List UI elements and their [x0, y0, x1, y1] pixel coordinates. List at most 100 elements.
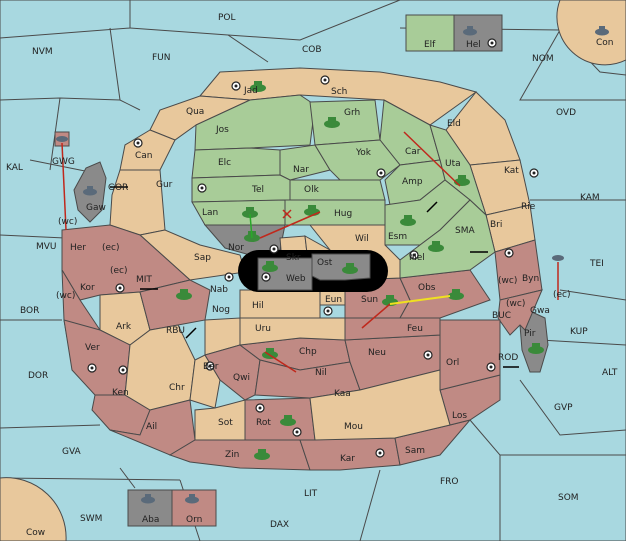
unit-mel[interactable]: [428, 241, 444, 252]
label-jad: Jad: [243, 86, 258, 96]
label-nab: Nab: [210, 285, 228, 295]
label-aba: Aba: [142, 515, 159, 525]
unit-gwg[interactable]: [56, 136, 68, 142]
supply-centers: [87, 38, 539, 458]
label-can: Can: [135, 151, 153, 161]
label-mit: MIT: [136, 275, 152, 285]
label-gvp: GVP: [554, 403, 573, 413]
unit-esm[interactable]: [400, 215, 416, 226]
unit-byn[interactable]: [552, 255, 564, 261]
label-buc: BUC: [492, 311, 511, 321]
unit-web[interactable]: [262, 261, 278, 272]
label-wc2: (wc): [56, 291, 75, 301]
label-nvm: NVM: [32, 47, 53, 57]
label-ail: Ail: [146, 422, 157, 432]
label-gwg: GWG: [52, 157, 75, 167]
label-con: Con: [596, 38, 614, 48]
label-lan: Lan: [202, 208, 218, 218]
label-hug: Hug: [334, 209, 352, 219]
label-nom: NOM: [532, 54, 554, 64]
region-pir[interactable]: [519, 311, 549, 373]
unit-grh[interactable]: [324, 117, 340, 128]
label-zin: Zin: [225, 450, 239, 460]
label-ver: Ver: [85, 343, 100, 353]
region-olk[interactable]: [289, 179, 386, 201]
label-cow: Cow: [26, 528, 45, 538]
territory-labels: POL NVM FUN COB NOM Con Elf Hel Jad Sch …: [6, 13, 618, 538]
label-fun: FUN: [152, 53, 171, 63]
label-fro: FRO: [440, 477, 459, 487]
region-nar[interactable]: [279, 144, 331, 181]
label-ec3: (ec): [553, 290, 571, 300]
label-ec2: (ec): [110, 266, 128, 276]
unit-jad[interactable]: [250, 81, 266, 92]
label-kor: Kor: [80, 283, 95, 293]
label-rod: ROD: [498, 353, 518, 363]
label-qwi: Qwi: [233, 373, 250, 383]
unit-aba[interactable]: [141, 494, 155, 504]
label-kat: Kat: [504, 166, 519, 176]
unit-gaw[interactable]: [83, 186, 97, 196]
region-sot[interactable]: [194, 399, 246, 441]
label-gaw: Gaw: [86, 203, 106, 213]
label-olk: Olk: [304, 185, 320, 195]
label-elc: Elc: [218, 158, 231, 168]
label-sch: Sch: [331, 87, 347, 97]
label-rie: Rie: [521, 202, 536, 212]
label-nar: Nar: [293, 165, 309, 175]
unit-orn[interactable]: [185, 494, 199, 504]
region-con[interactable]: [556, 0, 626, 66]
region-uru[interactable]: [239, 317, 346, 346]
label-sap: Sap: [194, 253, 211, 263]
label-orl: Orl: [446, 358, 459, 368]
unit-zin[interactable]: [254, 449, 270, 460]
label-jos: Jos: [215, 125, 229, 135]
unit-rot[interactable]: [280, 415, 296, 426]
unit-hel[interactable]: [463, 26, 477, 36]
label-kal: KAL: [6, 163, 23, 173]
label-mvu: MVU: [36, 242, 57, 252]
units: [56, 26, 609, 504]
label-cob: COB: [302, 45, 322, 55]
label-sam: Sam: [405, 446, 425, 456]
region-grh[interactable]: [309, 99, 381, 146]
label-dax: DAX: [270, 520, 289, 530]
label-lit: LIT: [304, 489, 318, 499]
region-elc[interactable]: [191, 147, 281, 179]
label-byn: Byn: [522, 274, 539, 284]
label-esm: Esm: [388, 232, 407, 242]
label-ken: Ken: [112, 388, 129, 398]
label-obs: Obs: [418, 283, 436, 293]
label-orn: Orn: [186, 515, 202, 525]
unit-obs[interactable]: [448, 289, 464, 300]
label-alt: ALT: [602, 368, 618, 378]
label-gwa: Gwa: [530, 306, 550, 316]
label-eld: Eld: [447, 119, 461, 129]
label-mel: Mel: [409, 253, 425, 263]
unit-ost[interactable]: [342, 263, 358, 274]
label-amp: Amp: [402, 177, 423, 187]
label-rot: Rot: [256, 418, 271, 428]
label-dor: DOR: [28, 371, 48, 381]
label-ost: Ost: [317, 258, 333, 268]
label-web: Web: [286, 274, 306, 284]
label-sma: SMA: [455, 226, 475, 236]
label-rbu: RBU: [166, 326, 185, 336]
region-gwa[interactable]: [497, 289, 543, 336]
region-ost[interactable]: [311, 253, 371, 281]
label-skr: Skr: [286, 253, 301, 263]
unit-mit[interactable]: [176, 289, 192, 300]
label-eun: Eun: [325, 295, 342, 305]
label-bri: Bri: [490, 220, 502, 230]
unit-con[interactable]: [595, 26, 609, 36]
region-orn[interactable]: [171, 489, 217, 527]
label-her: Her: [70, 243, 86, 253]
region-cow[interactable]: [0, 477, 67, 541]
region-tel[interactable]: [191, 174, 291, 203]
label-wc4: (wc): [506, 299, 525, 309]
label-car: Car: [405, 147, 421, 157]
region-kaa-mou[interactable]: [309, 369, 451, 441]
label-wc3: (wc): [498, 276, 517, 286]
unit-pir[interactable]: [528, 343, 544, 354]
